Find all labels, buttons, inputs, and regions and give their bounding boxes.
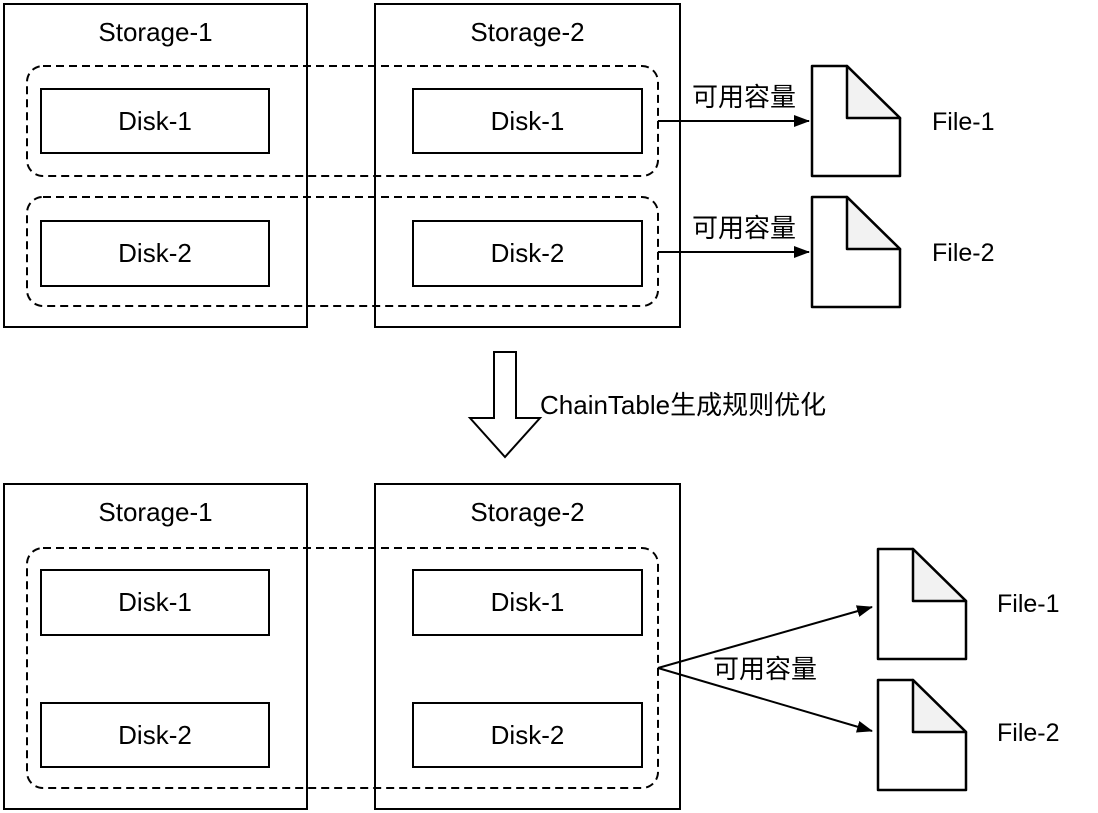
storage-title: Storage-2 [470,17,585,47]
disk-label: Disk-2 [118,238,192,268]
storage-title: Storage-1 [98,497,213,527]
chain-group-outline-merged [26,547,659,789]
transition-label: ChainTable生成规则优化 [540,390,827,420]
file-label: File-1 [932,108,995,136]
disk-label: Disk-1 [118,105,192,136]
storage-box-1-after: Storage-1 [3,483,308,810]
disk-box: Disk-2 [412,702,643,768]
disk-label: Disk-1 [490,105,565,136]
disk-label: Disk-2 [118,719,192,750]
disk-box: Disk-2 [412,220,643,287]
file-icon [810,64,902,178]
disk-label: Disk-1 [490,587,565,617]
down-arrow-icon [467,351,543,459]
file-icon [810,195,902,309]
disk-box: Disk-1 [40,569,270,636]
file-icon [876,547,968,661]
file-label: File-2 [997,719,1060,747]
storage-title: Storage-2 [470,497,585,527]
storage-box-2-before: Storage-2 [374,3,681,328]
storage-box-2-after: Storage-2 [374,483,681,810]
arrow-right-icon [657,605,873,669]
disk-box: Disk-1 [412,88,643,154]
disk-label: Disk-1 [118,587,192,617]
capacity-arrow-label: 可用容量 [713,654,818,684]
chain-group-outline-disk1 [26,65,659,177]
disk-box: Disk-2 [40,702,270,768]
disk-box: Disk-1 [40,88,270,154]
file-icon [876,678,968,792]
file-label: File-2 [932,239,995,267]
capacity-arrow-label: 可用容量 [692,82,797,112]
disk-label: Disk-2 [490,719,565,750]
storage-title: Storage-1 [98,17,213,47]
capacity-arrow-label: 可用容量 [692,213,797,243]
file-label: File-1 [997,590,1060,618]
chain-group-outline-disk2 [26,196,659,307]
storage-box-1-before: Storage-1 [3,3,308,328]
disk-box: Disk-2 [40,220,270,287]
disk-label: Disk-2 [490,238,565,268]
disk-box: Disk-1 [412,569,643,636]
arrow-right-icon [657,667,873,733]
